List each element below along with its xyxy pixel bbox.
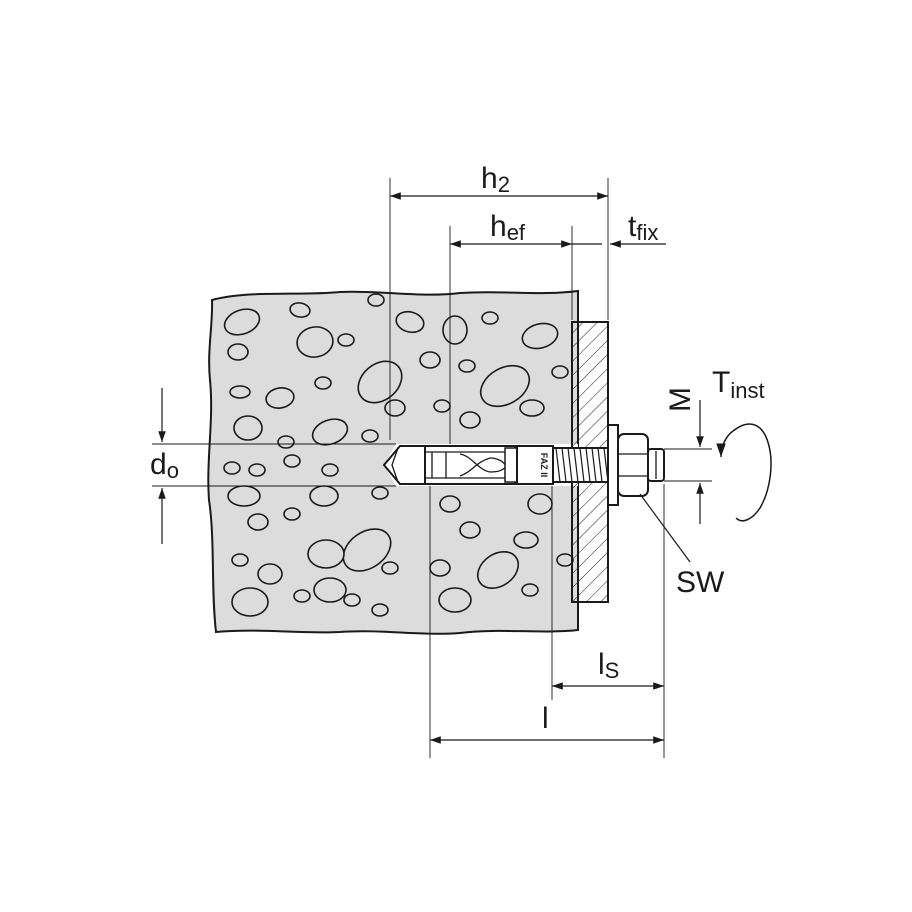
m-label: M: [664, 387, 697, 412]
hef-label: hef: [490, 210, 526, 245]
hex-nut: [617, 433, 649, 497]
thread-mark: [585, 447, 591, 483]
aggregate-pebble: [521, 583, 539, 597]
aggregate-pebble: [296, 326, 334, 358]
aggregate-pebble: [223, 461, 241, 475]
aggregate-pebble: [293, 589, 311, 603]
aggregate-pebble: [556, 553, 574, 567]
expansion-sleeve: [424, 445, 518, 485]
aggregate-pebble: [519, 399, 545, 417]
anchor-shank: [516, 445, 554, 485]
aggregate-pebble: [458, 359, 476, 373]
aggregate-pebble: [311, 418, 349, 446]
aggregate-pebble: [438, 587, 472, 613]
aggregate-pebble: [321, 463, 339, 477]
thread-mark: [573, 447, 579, 483]
aggregate-pebble: [248, 463, 266, 477]
aggregate-pebble: [442, 315, 468, 345]
torque-indicator: [716, 423, 772, 522]
aggregate-pebble: [371, 486, 389, 500]
aggregate-pebble: [257, 563, 283, 585]
sw-leader: [639, 493, 691, 563]
aggregate-pebble: [476, 551, 520, 589]
tinst-label: Tinst: [712, 366, 765, 403]
dimension-labels: h2 hef tfix do Tinst M SW lS l: [150, 162, 765, 735]
aggregate-pebble: [357, 360, 403, 404]
aggregate-pebble: [513, 531, 539, 549]
aggregate-pebble: [227, 343, 249, 361]
anchor-marking: FAZ II: [539, 453, 549, 478]
aggregate-pebble: [343, 593, 361, 607]
anchor-bolt: FAZ II: [382, 424, 665, 506]
aggregate-pebble: [229, 385, 251, 399]
aggregate-pebble: [283, 454, 301, 468]
extension-lines: [152, 178, 712, 758]
aggregate-pebble: [277, 435, 295, 449]
aggregate-pebble: [361, 429, 379, 443]
aggregate-pebble: [223, 308, 261, 336]
thread-mark: [561, 447, 567, 483]
aggregate-pebble: [459, 411, 481, 429]
thread-mark: [597, 447, 603, 483]
aggregate-pebble: [283, 507, 301, 521]
aggregate-pebble: [481, 311, 499, 325]
aggregate-pebble: [459, 521, 481, 539]
aggregate-pebble: [231, 587, 269, 617]
aggregate-pebble: [521, 322, 559, 350]
aggregate-pebble: [289, 302, 311, 318]
aggregate-pebble: [551, 365, 569, 379]
thread-mark: [555, 447, 561, 483]
aggregate-pebble: [381, 561, 399, 575]
sw-label: SW: [676, 566, 725, 599]
aggregate-pebble: [433, 399, 451, 413]
aggregate-pebble: [247, 513, 269, 531]
aggregate-pebble: [313, 577, 347, 603]
dimension-lines: [158, 192, 704, 744]
aggregate-pebble: [367, 293, 385, 307]
aggregate-pebble: [371, 603, 389, 617]
concrete-aggregate: [223, 293, 574, 617]
aggregate-pebble: [307, 539, 345, 569]
ls-label: lS: [598, 648, 619, 683]
aggregate-pebble: [231, 553, 249, 567]
h2-label: h2: [481, 162, 510, 197]
torque-arrow: [732, 423, 772, 522]
aggregate-pebble: [439, 495, 461, 513]
aggregate-pebble: [429, 559, 451, 577]
aggregate-pebble: [527, 493, 553, 515]
aggregate-pebble: [342, 528, 392, 572]
aggregate-pebble: [395, 310, 425, 334]
aggregate-pebble: [227, 485, 261, 507]
l-label: l: [542, 702, 549, 735]
aggregate-pebble: [314, 376, 332, 390]
aggregate-pebble: [233, 415, 263, 441]
threaded-rod: [552, 447, 610, 483]
aggregate-pebble: [309, 485, 339, 507]
thread-mark: [567, 447, 573, 483]
aggregate-pebble: [419, 351, 441, 369]
washer: [607, 424, 619, 506]
thread-mark: [591, 447, 597, 483]
aggregate-pebble: [479, 364, 531, 408]
aggregate-pebble: [265, 387, 295, 409]
d0-label: do: [150, 448, 179, 483]
thread-mark: [579, 447, 585, 483]
aggregate-pebble: [384, 399, 406, 417]
aggregate-pebble: [337, 333, 355, 347]
tfix-label: tfix: [628, 210, 658, 245]
